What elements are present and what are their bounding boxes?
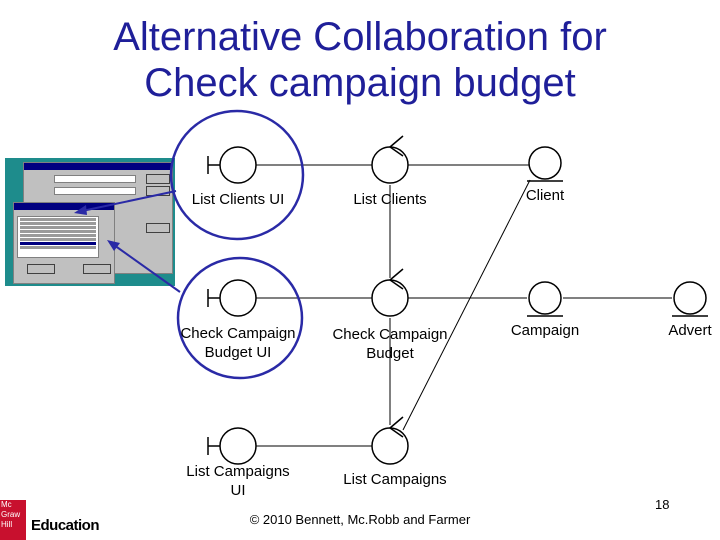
logo-line-3: Hill	[1, 520, 13, 529]
highlight-list-clients-ui	[169, 109, 305, 241]
title-line-2: Check campaign budget	[144, 61, 576, 105]
control-icon	[371, 135, 409, 184]
label-check-campaign-budget-ui: Check Campaign Budget UI	[168, 324, 308, 362]
label-line-2: Budget	[366, 345, 414, 362]
label-line-1: List Campaigns	[186, 463, 290, 480]
label-line-2: UI	[230, 482, 246, 499]
entity-icon	[672, 281, 708, 317]
pointer-arrow-2	[113, 244, 181, 293]
link-client-listcampaigns	[402, 179, 531, 431]
campaign-field	[54, 187, 136, 195]
client-field	[54, 175, 136, 183]
label-text: Advert	[668, 322, 712, 339]
label-text: List Campaigns	[343, 471, 447, 488]
label-list-clients-ui: List Clients UI	[178, 190, 298, 209]
title-line-1: Alternative Collaboration for	[113, 15, 607, 59]
list-item	[20, 218, 96, 221]
logo-line-1: Mc	[1, 500, 12, 509]
list-item-selected	[20, 242, 96, 245]
label-advert: Advert	[655, 321, 720, 340]
list-item	[20, 222, 96, 225]
label-list-clients: List Clients	[330, 190, 450, 209]
label-line-1: Check Campaign	[332, 326, 448, 343]
list-item	[20, 226, 96, 229]
boundary-icon	[207, 146, 257, 184]
list-item	[20, 230, 96, 233]
entity-icon	[527, 281, 563, 317]
pointer-arrow-1	[81, 190, 177, 212]
boundary-icon	[207, 279, 257, 317]
highlight-check-campaign-budget-ui	[176, 256, 304, 380]
label-list-campaigns-ui: List Campaigns UI	[168, 462, 308, 500]
label-client: Client	[500, 186, 590, 205]
check-button	[146, 223, 170, 233]
lookup-title-bar	[14, 203, 114, 210]
list-item	[20, 238, 96, 241]
mcgraw-hill-logo: Mc Graw Hill Education	[0, 500, 100, 540]
logo-education-text: Education	[31, 517, 100, 534]
label-text: List Clients UI	[191, 191, 285, 208]
logo-line-2: Graw	[1, 510, 21, 519]
label-campaign: Campaign	[495, 321, 595, 340]
label-text: Campaign	[510, 322, 580, 339]
list-item	[20, 234, 96, 237]
logo-box: Mc Graw Hill	[0, 500, 26, 540]
window-title-bar	[24, 163, 172, 170]
select-button	[27, 264, 55, 274]
arrowhead-2	[107, 240, 120, 251]
arrowhead-1	[74, 205, 87, 215]
slide-title: Alternative Collaboration for Check camp…	[0, 14, 720, 106]
label-line-1: Check Campaign	[180, 325, 296, 342]
label-text: Client	[525, 187, 565, 204]
label-check-campaign-budget: Check Campaign Budget	[320, 325, 460, 363]
close-button	[83, 264, 111, 274]
list-item	[20, 246, 96, 249]
label-line-2: Budget UI	[204, 344, 272, 361]
client-list-box	[17, 216, 99, 258]
boundary-icon	[207, 427, 257, 465]
page-number: 18	[655, 497, 670, 512]
control-icon	[371, 268, 409, 317]
label-text: List Clients	[353, 191, 427, 208]
copyright-notice: © 2010 Bennett, Mc.Robb and Farmer	[249, 512, 471, 527]
control-icon	[371, 416, 409, 465]
ui-screenshot-thumbnail	[5, 158, 175, 286]
entity-icon	[527, 146, 563, 182]
search-button-1	[146, 174, 170, 184]
label-list-campaigns: List Campaigns	[330, 470, 460, 489]
